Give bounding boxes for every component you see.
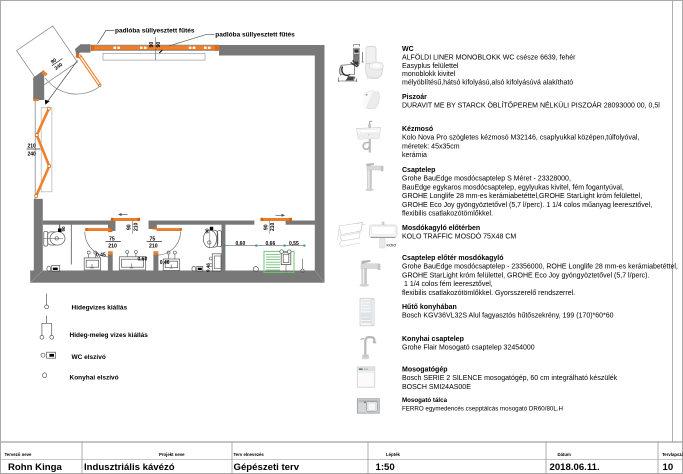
svg-text:90: 90 <box>127 224 133 230</box>
svg-text:0,60: 0,60 <box>236 241 246 247</box>
svg-text:méretek: 45x35cm: méretek: 45x35cm <box>402 143 460 150</box>
svg-text:90: 90 <box>149 42 155 48</box>
svg-text:Kézmosó: Kézmosó <box>402 126 433 133</box>
svg-text:mélyöblítésű,hátsó kifolyású,a: mélyöblítésű,hátsó kifolyású,alsó kifoly… <box>402 80 573 87</box>
svg-text:90: 90 <box>263 224 269 230</box>
svg-text:0,45: 0,45 <box>96 253 106 259</box>
svg-text:Tervező neve: Tervező neve <box>5 452 33 457</box>
svg-text:Easyplus felülettel: Easyplus felülettel <box>402 63 459 70</box>
svg-text:Terv elnevezés: Terv elnevezés <box>234 452 265 457</box>
svg-text:Grohe BauEdge mosdócsaptelep S: Grohe BauEdge mosdócsaptelep S Méret - 2… <box>402 176 571 183</box>
svg-text:BOSCH SMI24AS00E: BOSCH SMI24AS00E <box>402 384 471 391</box>
svg-text:240: 240 <box>54 62 64 72</box>
svg-text:210: 210 <box>134 222 140 231</box>
svg-text:10: 10 <box>663 462 674 473</box>
svg-text:Piszoár: Piszoár <box>402 94 427 101</box>
svg-text:1 1/4 colos fém leeresztővel,: 1 1/4 colos fém leeresztővel, <box>404 281 493 288</box>
svg-text:210: 210 <box>270 222 276 231</box>
svg-text:flexibilis csatlakozótömlőkkel: flexibilis csatlakozótömlőkkel. Gyorssze… <box>402 290 575 297</box>
svg-text:0,46: 0,46 <box>205 263 210 272</box>
svg-text:Indusztriális kávézó: Indusztriális kávézó <box>84 462 175 473</box>
svg-text:Csaptelep előtér mosdókagyló: Csaptelep előtér mosdókagyló <box>402 255 504 262</box>
svg-text:padlóba süllyesztett fűtés: padlóba süllyesztett fűtés <box>115 27 195 34</box>
svg-text:GROHE Longlife 28 mm-es kerámi: GROHE Longlife 28 mm-es kerámiabetéttel,… <box>402 193 642 200</box>
svg-text:Bosch KGV36VL32S Alul fagyaszt: Bosch KGV36VL32S Alul fagyasztós hűtősze… <box>402 313 614 320</box>
svg-text:WC: WC <box>402 46 414 53</box>
svg-text:Konyhai elszívó: Konyhai elszívó <box>70 374 119 381</box>
svg-text:Kolo Nova Pro szögletes kézmos: Kolo Nova Pro szögletes kézmosó M32146, … <box>402 135 639 142</box>
svg-text:210: 210 <box>28 144 37 150</box>
svg-text:210: 210 <box>149 244 158 250</box>
svg-text:90: 90 <box>50 57 58 65</box>
svg-text:Grohe BauEdge mosdócsaptelep -: Grohe BauEdge mosdócsaptelep - 23356000,… <box>402 264 678 271</box>
svg-text:Mosogatógép: Mosogatógép <box>402 367 448 374</box>
svg-text:padlóba süllyesztett fűtés: padlóba süllyesztett fűtés <box>215 32 295 39</box>
svg-text:0,60: 0,60 <box>138 256 148 262</box>
svg-text:0,46: 0,46 <box>160 260 170 266</box>
svg-text:KOLO TRAFFIC MOSDÓ 75X48 CM: KOLO TRAFFIC MOSDÓ 75X48 CM <box>402 232 516 241</box>
svg-text:1:50: 1:50 <box>376 462 395 473</box>
svg-text:0,66: 0,66 <box>266 241 276 247</box>
svg-text:Mosdókagyló előtérben: Mosdókagyló előtérben <box>402 225 480 232</box>
svg-text:75: 75 <box>109 236 115 242</box>
svg-text:KÖlÖ: KÖlÖ <box>387 243 397 248</box>
svg-text:Projekt neve: Projekt neve <box>159 452 185 457</box>
svg-text:Mosogató tálca: Mosogató tálca <box>402 397 448 404</box>
svg-text:WC elszívó: WC elszívó <box>72 354 106 361</box>
svg-text:2018.06.11.: 2018.06.11. <box>550 462 600 473</box>
svg-text:0,55: 0,55 <box>289 241 299 247</box>
svg-text:Grohe Flair Mosogató csaptelep: Grohe Flair Mosogató csaptelep 32454000 <box>402 345 535 352</box>
svg-text:Rohn Kinga: Rohn Kinga <box>8 462 62 473</box>
svg-text:75: 75 <box>150 236 156 242</box>
svg-text:90: 90 <box>156 42 162 48</box>
svg-text:Tervlapszám: Tervlapszám <box>662 452 683 457</box>
svg-text:BauEdge egykaros mosdócsaptele: BauEdge egykaros mosdócsaptelep, egylyuk… <box>402 184 624 191</box>
svg-text:Dátum: Dátum <box>558 452 572 457</box>
svg-text:90: 90 <box>61 226 66 232</box>
svg-text:Csaptelep: Csaptelep <box>402 167 435 174</box>
svg-text:Hűtő konyhában: Hűtő konyhában <box>402 304 457 311</box>
svg-text:Hideg-meleg vizes kiállás: Hideg-meleg vizes kiállás <box>70 332 149 339</box>
svg-text:GROHE Eco Joy gyöngyöztetővel: GROHE Eco Joy gyöngyöztetővel (5,7 l/per… <box>402 202 652 209</box>
svg-text:Konyhai csaptelep: Konyhai csaptelep <box>402 336 464 343</box>
svg-text:210: 210 <box>108 244 117 250</box>
svg-text:90: 90 <box>205 228 210 234</box>
svg-text:GROHE StarLight króm felülette: GROHE StarLight króm felülettel, GROHE E… <box>402 272 649 279</box>
svg-text:kerámia: kerámia <box>402 152 427 159</box>
svg-text:Hidegvizes kiállás: Hidegvizes kiállás <box>72 305 128 312</box>
svg-text:Bosch SERIE 2 SILENCE mosogató: Bosch SERIE 2 SILENCE mosogatógép, 60 cm… <box>402 375 618 382</box>
svg-text:Gépészeti terv: Gépészeti terv <box>234 462 300 473</box>
svg-text:240: 240 <box>28 152 37 158</box>
svg-text:FERRO egymedencés csepptálcás: FERRO egymedencés csepptálcás mosogató D… <box>402 406 563 413</box>
svg-text:Lépték: Lépték <box>386 452 400 457</box>
svg-text:monoblokk kivitel: monoblokk kivitel <box>402 71 456 78</box>
svg-text:flexibilis csatlakozótömlőkkel: flexibilis csatlakozótömlőkkel. <box>402 211 493 218</box>
svg-text:DURAVIT ME BY STARCK ÖBLÍTŐPER: DURAVIT ME BY STARCK ÖBLÍTŐPEREM NÉLKÜLI… <box>402 101 660 110</box>
svg-text:ALFÖLDI LINER MONOBLOKK WC csé: ALFÖLDI LINER MONOBLOKK WC csésze 6639, … <box>402 53 576 61</box>
